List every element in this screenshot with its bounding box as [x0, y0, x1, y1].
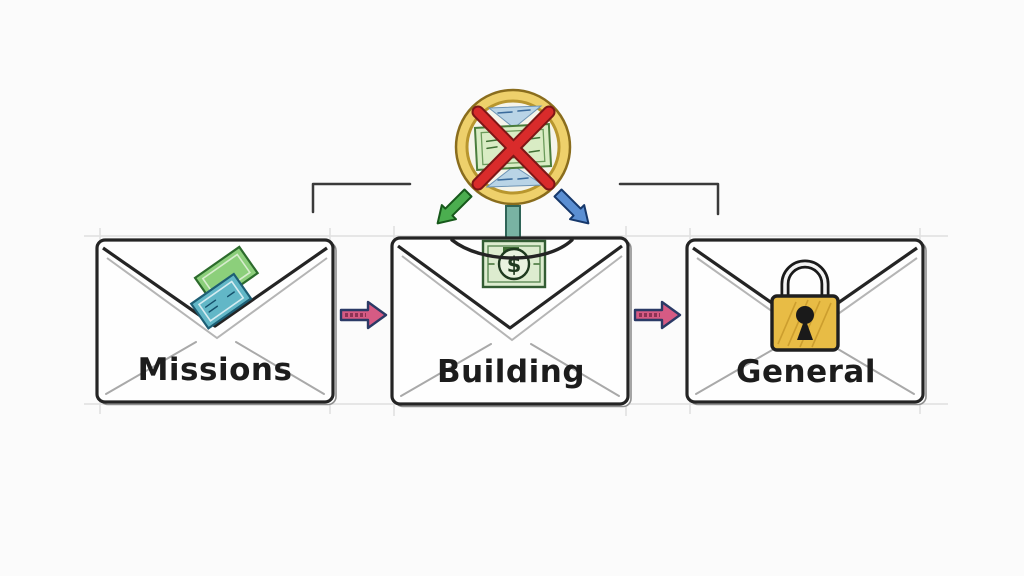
pink-arrow-missions-to-building: [339, 300, 388, 330]
dollar-bill-icon: $: [450, 238, 574, 289]
pink-arrow-building-to-general: [633, 300, 682, 330]
envelope-label-missions: Missions: [137, 352, 293, 388]
bracket-connectors: [311, 182, 720, 216]
green-arrow-down-left-icon: [436, 188, 473, 225]
left-bracket: [311, 182, 412, 214]
envelope-label-general: General: [736, 354, 876, 390]
envelope-missions: [95, 238, 337, 406]
envelope-building: $: [390, 236, 632, 408]
envelope-label-building: Building: [436, 354, 586, 390]
blue-arrow-down-right-icon: [553, 188, 590, 225]
right-bracket: [618, 182, 720, 216]
padlock-icon: [770, 259, 840, 352]
no-cash-coin-icon: [454, 88, 572, 206]
envelope-general: [685, 238, 927, 406]
teal-bar-down-icon: [505, 205, 521, 239]
cash-bills-icon: [189, 245, 260, 330]
